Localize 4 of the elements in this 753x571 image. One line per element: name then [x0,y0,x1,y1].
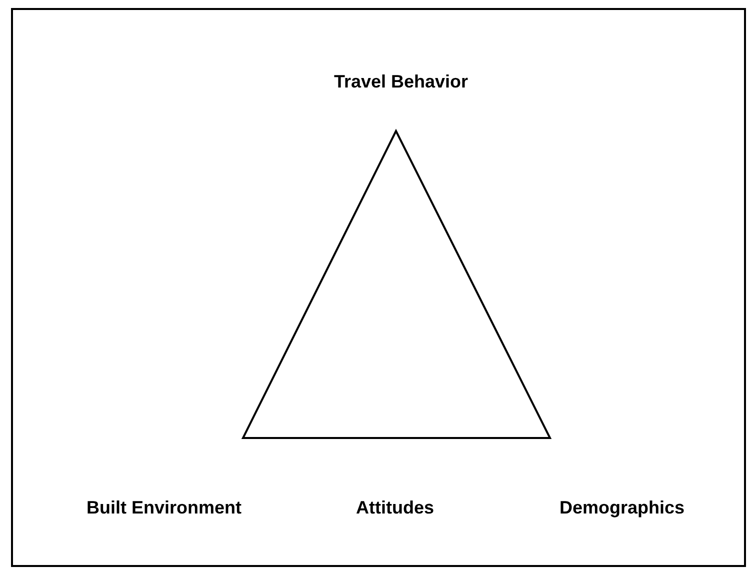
concept-label: Travel Behavior [334,72,468,92]
concept-label: Attitudes [356,498,434,518]
concept-label: Built Environment [86,498,242,518]
concept-label: Demographics [559,498,685,518]
